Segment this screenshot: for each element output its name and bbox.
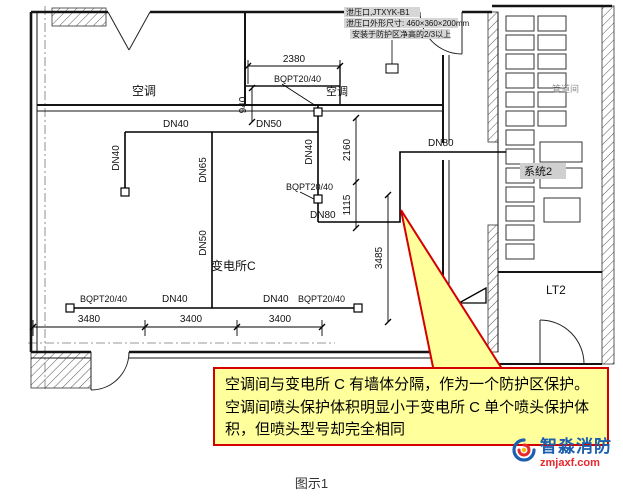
dimension-lines <box>29 60 392 336</box>
section-arrow-icon <box>456 286 487 304</box>
pipe-label-dn65-v: DN65 <box>198 157 209 183</box>
dim-3485: 3485 <box>374 246 385 269</box>
room-label-stair: LT2 <box>546 283 566 297</box>
axis-lines <box>28 6 335 392</box>
pipe-labels: DN40 DN50 DN40 DN65 DN40 DN50 DN80 DN80 … <box>111 119 454 305</box>
dim-2380: 2380 <box>283 54 306 65</box>
hatched-walls <box>30 5 615 389</box>
watermark[interactable]: 智淼消防 zmjaxf.com <box>511 437 612 469</box>
watermark-logo-icon <box>512 438 536 462</box>
pipe-label-dn40-h: DN40 <box>163 119 189 130</box>
room-labels: 空调 空调 变电所C 管道间 系统2 LT2 <box>132 83 579 297</box>
note-highlight-1 <box>344 7 420 17</box>
room-label-shaft: 管道间 <box>552 83 579 94</box>
pipe-label-dn40-b2: DN40 <box>263 294 289 305</box>
pipe-lines <box>70 105 506 309</box>
pipe-label-dn80-mid: DN80 <box>310 210 336 221</box>
nozzle-label-mid: BQPT20/40 <box>286 182 333 192</box>
room-label-system2: 系统2 <box>524 165 552 178</box>
note-line-1: 泄压口,JTXYK-B1 <box>346 7 410 17</box>
dim-3400-a: 3400 <box>180 314 203 325</box>
watermark-brand: 智淼消防 <box>540 437 612 456</box>
gas-cylinder-rack <box>505 15 583 260</box>
nozzle-label-bottom-left: BQPT20/40 <box>80 294 127 304</box>
pipe-label-dn40-b1: DN40 <box>162 294 188 305</box>
figure-caption: 图示1 <box>294 476 329 491</box>
note-labels: 泄压口,JTXYK-B1 泄压口外形尺寸: 460×360×200mm 安装于防… <box>344 7 469 39</box>
pipe-label-dn40-v-mid: DN40 <box>304 139 315 165</box>
dim-3480: 3480 <box>78 314 101 325</box>
nozzle-label-top: BQPT20/40 <box>274 74 321 84</box>
watermark-site: zmjaxf.com <box>540 456 600 469</box>
dim-940: 940 <box>238 96 249 113</box>
pipe-label-dn50-h: DN50 <box>256 119 282 130</box>
door-swings <box>90 11 585 391</box>
dim-3400-b: 3400 <box>269 314 292 325</box>
callout-text: 空调间与变电所 C 有墙体分隔，作为一个防护区保护。空调间喷头保护体积明显小于变… <box>225 376 590 438</box>
leader-lines <box>281 40 399 200</box>
pipe-label-dn80-top: DN80 <box>428 138 454 149</box>
callout-box: 空调间与变电所 C 有墙体分隔，作为一个防护区保护。空调间喷头保护体积明显小于变… <box>213 367 609 446</box>
pipe-label-dn50-v: DN50 <box>198 230 209 256</box>
system2-highlight <box>520 163 566 179</box>
note-line-3: 安装于防护区净高的2/3以上 <box>352 29 451 39</box>
nozzle-label-bottom-right: BQPT20/40 <box>298 294 345 304</box>
dim-2160: 2160 <box>342 138 353 161</box>
room-label-substation: 变电所C <box>211 258 256 273</box>
note-highlight-2 <box>344 18 458 28</box>
room-label-ac-left: 空调 <box>132 84 156 98</box>
note-line-2: 泄压口外形尺寸: 460×360×200mm <box>346 18 469 28</box>
pipe-label-dn40-v-left: DN40 <box>111 145 122 171</box>
note-highlight-3 <box>350 29 450 39</box>
room-label-ac-right: 空调 <box>326 84 348 98</box>
dimension-labels: 2380 940 2160 1115 3485 3480 3400 3400 <box>78 54 385 325</box>
nozzle-labels: BQPT20/40 BQPT20/40 BQPT20/40 BQPT20/40 <box>80 74 345 304</box>
dim-1115: 1115 <box>342 194 353 215</box>
